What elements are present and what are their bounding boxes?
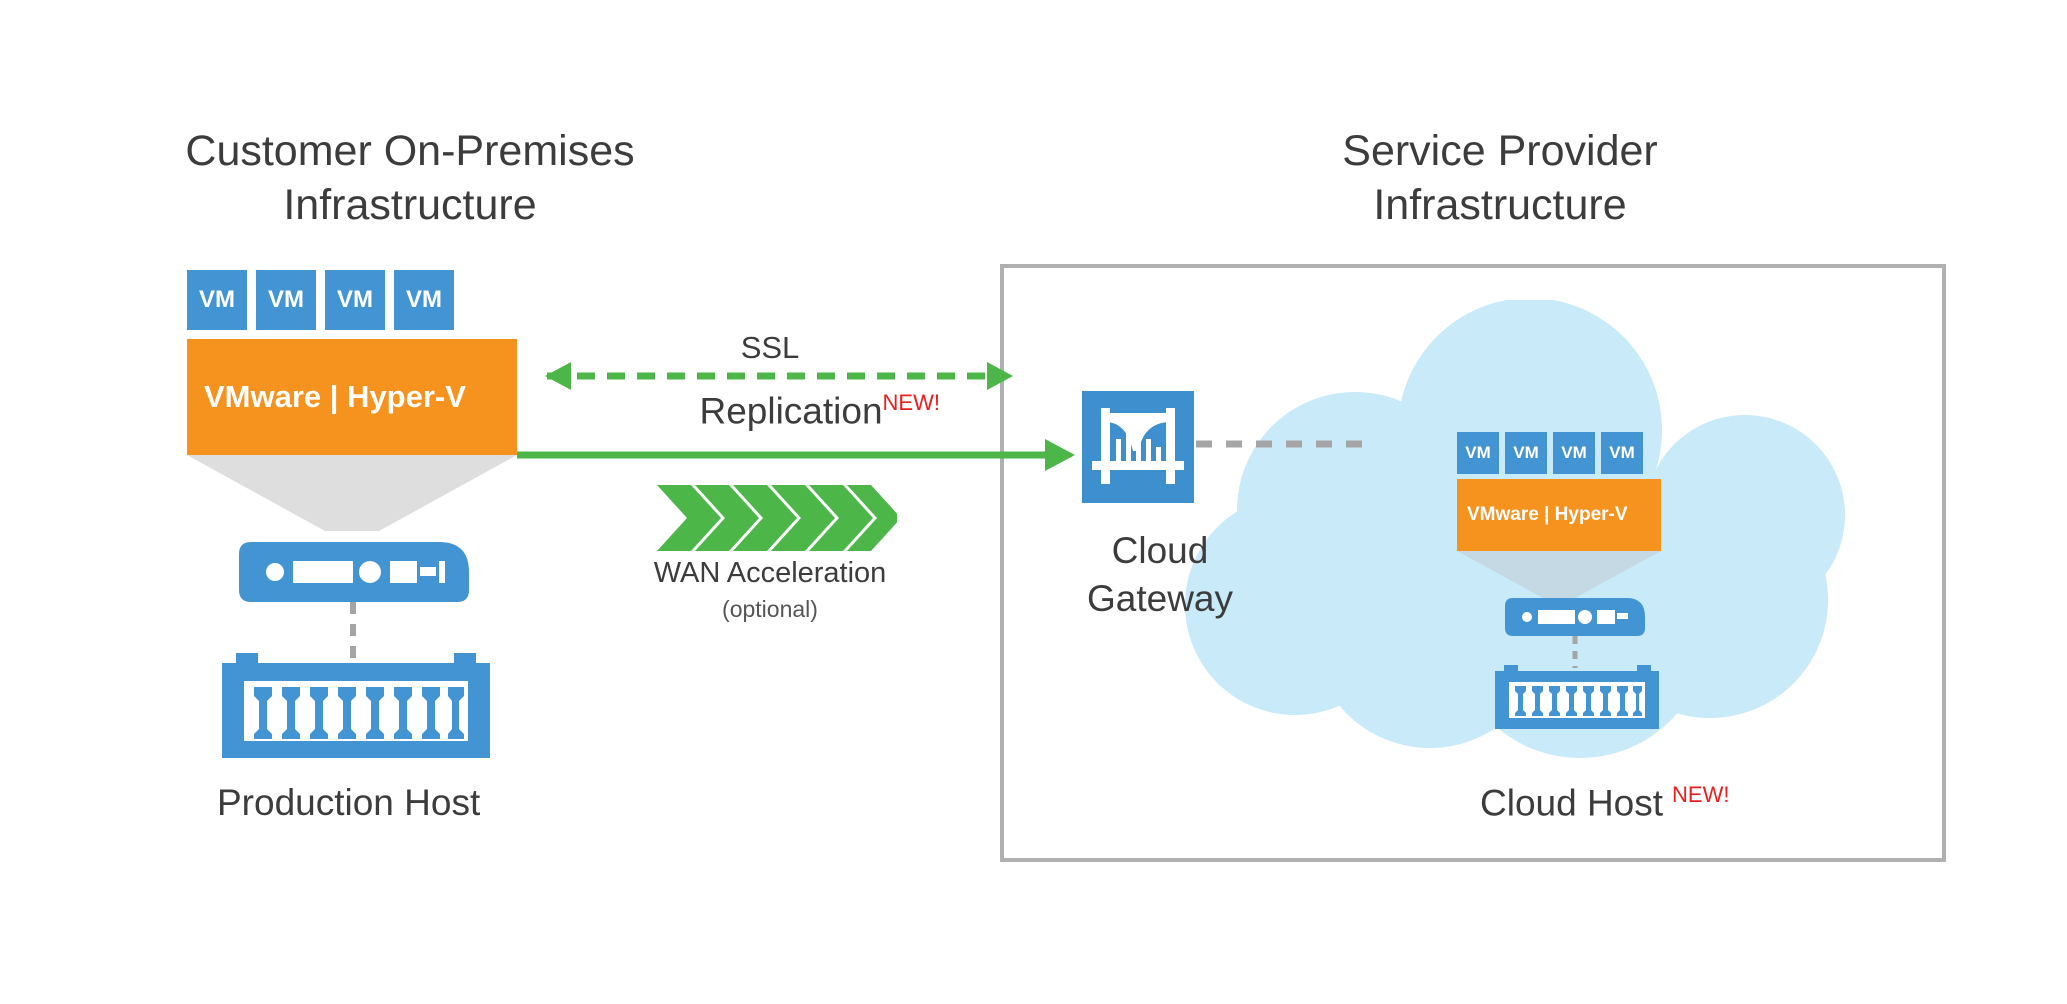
ssl-dashed-double-arrow	[545, 362, 1013, 390]
vm-box[interactable]: VM	[325, 270, 385, 330]
cloud-host-label-text: Cloud Host	[1480, 782, 1664, 824]
dashed-line-icon	[1572, 636, 1578, 668]
vm-box[interactable]: VM	[1553, 432, 1595, 474]
replication-label-text: Replication	[699, 390, 883, 432]
new-badge: NEW!	[1672, 782, 1730, 807]
onprem-vm-row: VM VM VM VM	[187, 270, 463, 330]
cloud-hypervisor-bar[interactable]: VMware | Hyper-V	[1457, 479, 1661, 551]
wan-acceleration-optional: (optional)	[722, 596, 818, 622]
chevrons-right-icon	[657, 485, 897, 551]
ssl-label: SSL	[740, 330, 800, 365]
vm-box[interactable]: VM	[1457, 432, 1499, 474]
cloud-host-label: Cloud Host NEW!	[1480, 782, 1729, 824]
vm-box[interactable]: VM	[1505, 432, 1547, 474]
wan-acceleration-label: WAN Acceleration (optional)	[600, 555, 940, 627]
storage-array-icon	[222, 653, 490, 758]
server-icon	[1505, 598, 1645, 636]
cloud-gateway-label: Cloud Gateway	[1086, 530, 1233, 619]
vm-box[interactable]: VM	[394, 270, 454, 330]
cloud-funnel	[1457, 551, 1661, 598]
storage-array-icon	[1495, 665, 1659, 729]
onprem-hypervisor-bar[interactable]: VMware | Hyper-V	[187, 339, 517, 455]
page-title-service-provider: Service Provider Infrastructure	[1342, 127, 1658, 229]
cloud-vm-row: VM VM VM VM	[1457, 432, 1649, 474]
production-host-label: Production Host	[217, 782, 481, 823]
wan-acceleration-title: WAN Acceleration	[653, 557, 887, 589]
vm-box[interactable]: VM	[187, 270, 247, 330]
replication-label: ReplicationNEW!	[600, 390, 940, 432]
page-title-on-premises: Customer On-Premises Infrastructure	[185, 127, 635, 229]
new-badge: NEW!	[882, 390, 940, 415]
dashed-line-icon	[1196, 440, 1376, 448]
replication-solid-arrow	[517, 439, 1075, 471]
vm-box[interactable]: VM	[256, 270, 316, 330]
vm-box[interactable]: VM	[1601, 432, 1643, 474]
dashed-line-icon	[350, 602, 356, 660]
bridge-icon[interactable]	[1082, 391, 1194, 503]
server-icon	[239, 542, 469, 602]
onprem-funnel	[187, 455, 517, 531]
